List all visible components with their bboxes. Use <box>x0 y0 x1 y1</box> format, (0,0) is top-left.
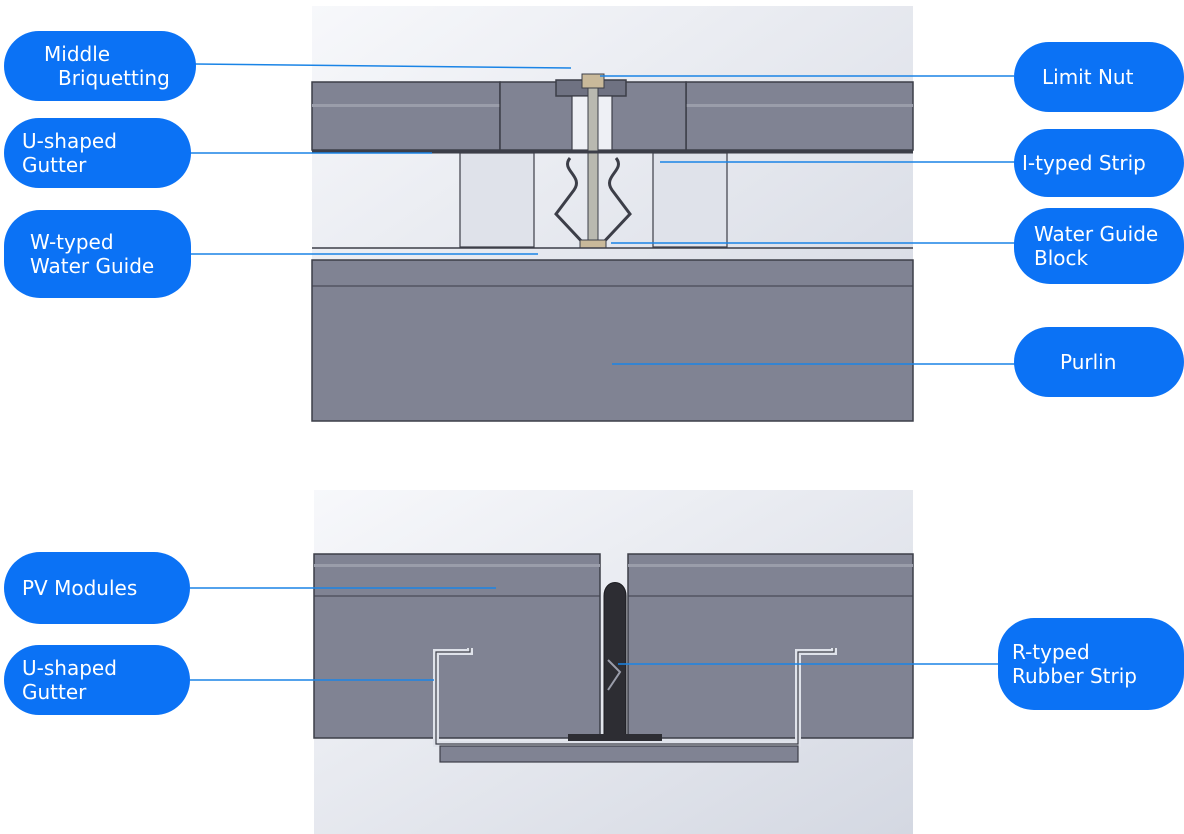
label-w-typed-water-guide: W-typed Water Guide <box>4 210 191 298</box>
label-water-guide-block: Water Guide Block <box>1014 208 1184 284</box>
label-limit-nut: Limit Nut <box>1014 42 1184 112</box>
top-pv-panel-right <box>685 81 914 151</box>
r-typed-rubber-strip-shape <box>568 582 662 742</box>
bottom-pv-module-left <box>313 553 601 739</box>
i-typed-strip-shape <box>459 152 728 248</box>
leader-middle-briquetting <box>194 63 572 69</box>
label-pv-modules: PV Modules <box>4 552 190 624</box>
bottom-cross-section <box>313 490 914 834</box>
purlin-shape <box>311 259 914 422</box>
label-r-typed-rubber-strip: R-typed Rubber Strip <box>998 618 1184 710</box>
water-guide-block-shape <box>579 239 607 249</box>
leader-lines <box>190 63 1016 681</box>
top-cross-section <box>311 6 914 422</box>
bottom-base-rail <box>439 745 799 763</box>
label-purlin: Purlin <box>1014 327 1184 397</box>
label-u-shaped-gutter-top: U-shaped Gutter <box>4 118 191 188</box>
bottom-u-shaped-gutter-outline <box>435 648 835 745</box>
bottom-pv-module-right <box>627 553 914 739</box>
top-pv-panel-left <box>311 81 501 151</box>
label-middle-briquetting: Middle Briquetting <box>4 31 196 101</box>
label-u-shaped-gutter-bottom: U-shaped Gutter <box>4 645 190 715</box>
label-i-typed-strip: I-typed Strip <box>1014 129 1184 197</box>
